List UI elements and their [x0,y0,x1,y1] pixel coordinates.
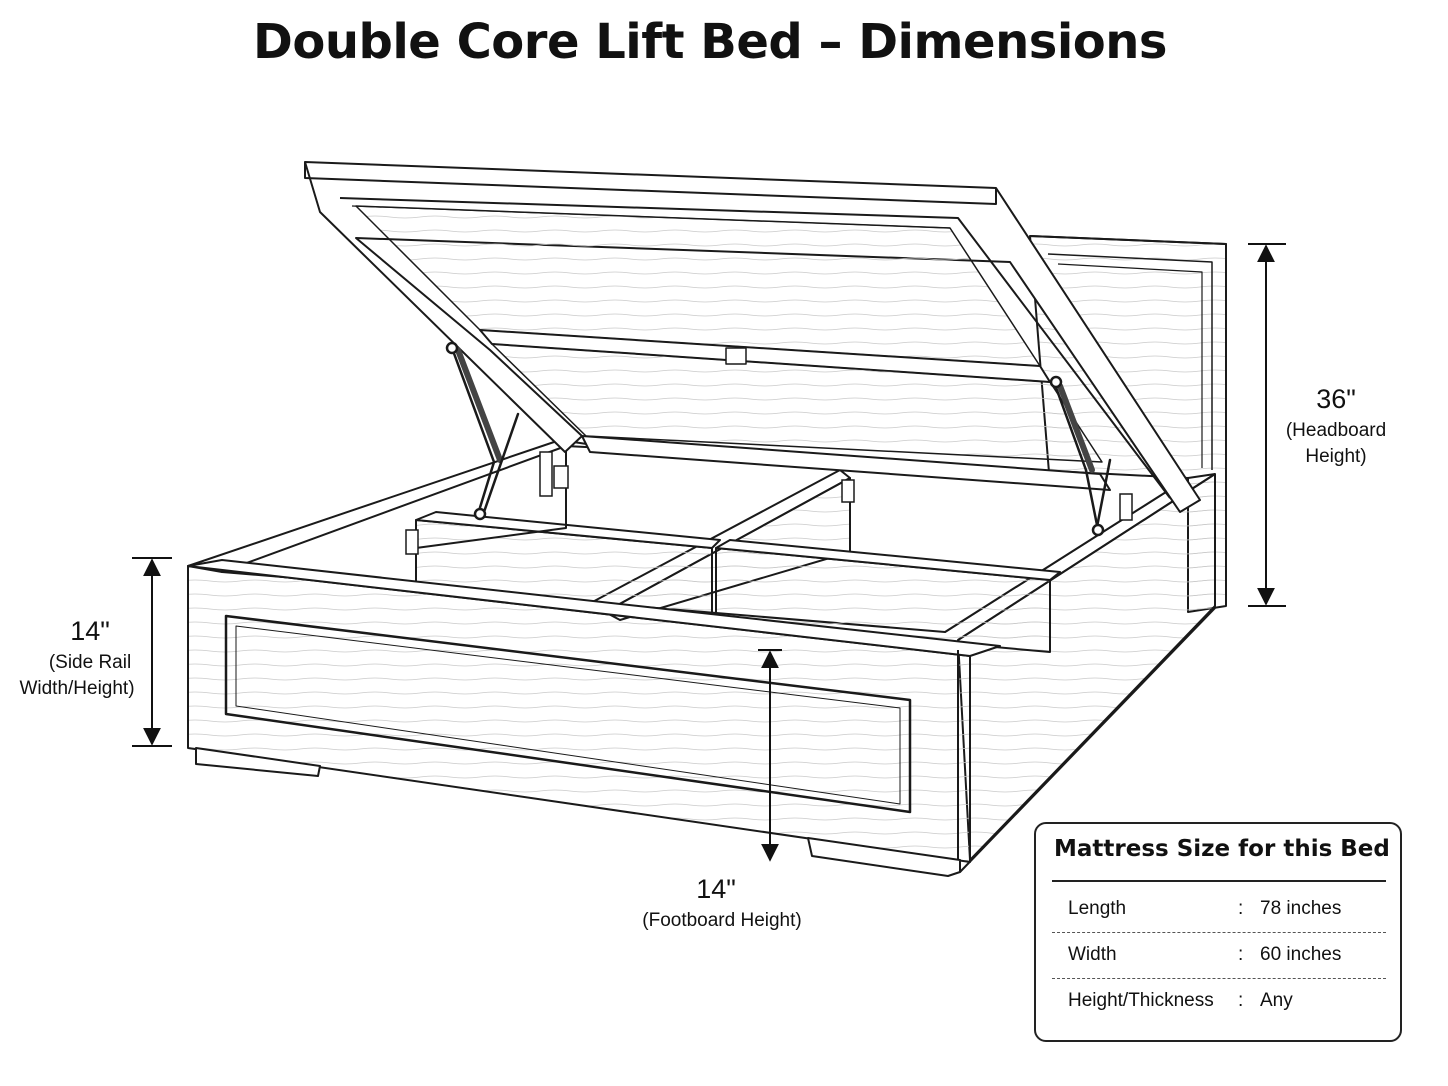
side-rail-note-line2: Width/Height) [19,678,135,699]
footboard-height-value: 14" [696,874,736,904]
headboard-height-value: 36" [1316,384,1356,414]
mattress-row-thickness: Height/Thickness : Any [1054,990,1384,1020]
mattress-size-card: Mattress Size for this Bed Length : 78 i… [1034,822,1402,1042]
mattress-row-label: Width [1068,944,1117,965]
headboard-height-note-line1: (Headboard [1285,420,1387,441]
mattress-row-divider [1052,978,1386,979]
headboard-height-note-line2: Height) [1305,446,1367,467]
side-rail-value: 14" [70,616,110,646]
mattress-title-rule [1052,880,1386,882]
mattress-row-label: Height/Thickness [1068,990,1214,1011]
side-rail-note-line1: (Side Rail [48,652,132,673]
mattress-row-length: Length : 78 inches [1054,898,1384,928]
footboard-panel [224,614,912,814]
mattress-row-value: 60 inches [1260,944,1342,965]
lid-handle [725,347,747,365]
mattress-row-separator: : [1238,898,1244,919]
diagram-title: Double Core Lift Bed – Dimensions [253,14,1168,70]
gas-lift-struts [405,341,1133,555]
lift-lid [304,161,1201,513]
mattress-row-width: Width : 60 inches [1054,944,1384,974]
mattress-row-value: Any [1260,990,1293,1011]
mattress-row-separator: : [1238,944,1244,965]
footboard-height-note: (Footboard Height) [642,910,802,931]
mattress-card-title: Mattress Size for this Bed [1054,836,1390,862]
mattress-row-separator: : [1238,990,1244,1011]
mattress-row-value: 78 inches [1260,898,1342,919]
mattress-row-label: Length [1068,898,1127,919]
mattress-row-divider [1052,932,1386,933]
